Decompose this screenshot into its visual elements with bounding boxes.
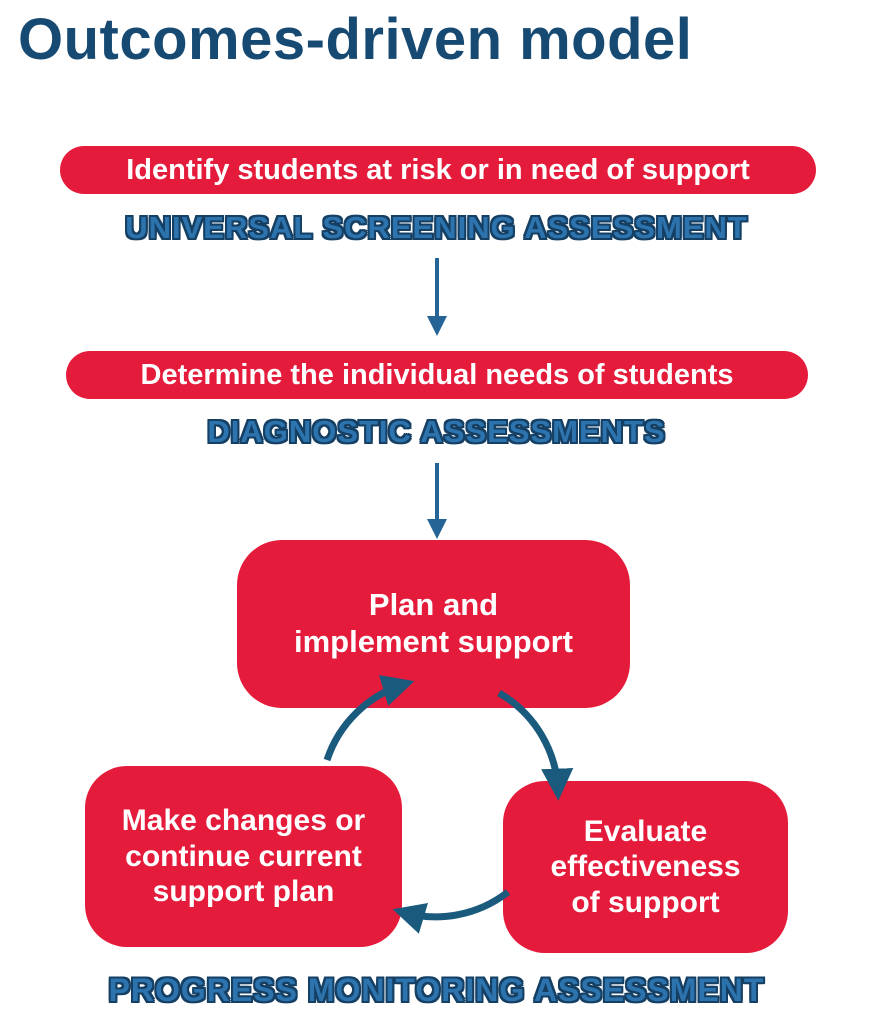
label-universal-screening-assessment: UNIVERSAL SCREENING ASSESSMENT <box>125 210 748 245</box>
cycle-box-evaluate-effectiveness: Evaluate effectiveness of support <box>503 781 788 953</box>
cycle-arrow-evaluate-to-adjust-icon <box>392 889 511 934</box>
cycle-box-evaluate-label: Evaluate effectiveness of support <box>550 814 741 919</box>
label-progress-monitoring-assessment: PROGRESS MONITORING ASSESSMENT <box>108 972 765 1008</box>
cycle-box-plan-label: Plan and implement support <box>293 587 573 659</box>
cycle-box-adjust-label: Make changes or continue current support… <box>121 804 366 909</box>
banner-identify-students: Identify students at risk or in need of … <box>60 146 816 194</box>
banner-determine-needs-label: Determine the individual needs of studen… <box>140 358 734 391</box>
cycle-box-plan-implement-support: Plan and implement support <box>237 540 630 708</box>
label-diagnostic-assessments: DIAGNOSTIC ASSESSMENTS <box>207 414 666 449</box>
banner-determine-needs: Determine the individual needs of studen… <box>66 351 808 399</box>
page-title: Outcomes-driven model <box>18 7 693 72</box>
banner-identify-students-label: Identify students at risk or in need of … <box>126 153 750 186</box>
cycle-box-make-changes: Make changes or continue current support… <box>85 766 402 947</box>
